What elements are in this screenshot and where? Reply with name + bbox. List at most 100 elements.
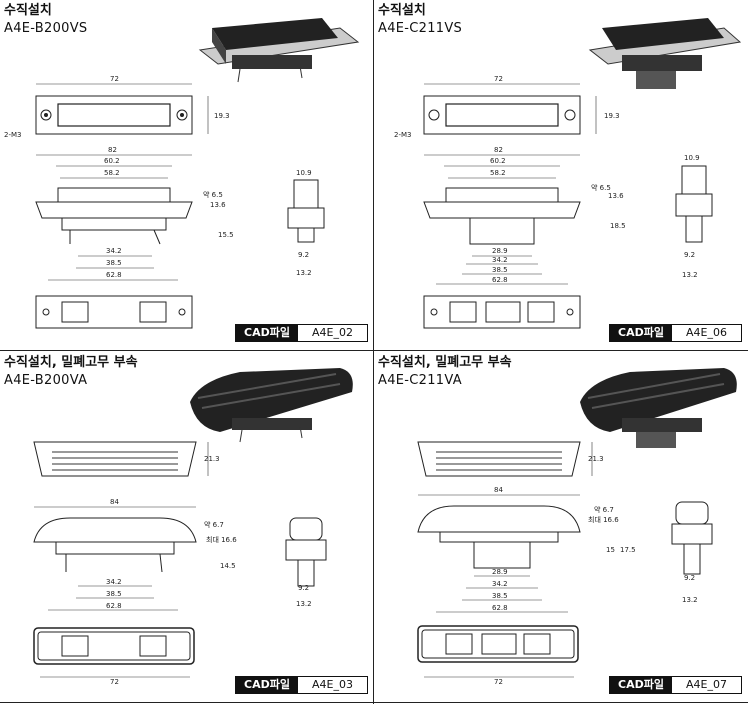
technical-drawing: 72 19.3 2-M3 82 60.2 58.2 약 6.5 13.6 xyxy=(4,18,360,329)
model-number: A4E-C211VS xyxy=(378,21,463,36)
dim-84: 84 xyxy=(494,486,503,494)
side-view: 10.9 9.2 13.2 xyxy=(675,154,713,279)
dim-72: 72 xyxy=(110,678,119,686)
dim-6-5: 약 6.5 xyxy=(591,183,611,192)
cad-label: CAD파일 xyxy=(236,677,299,693)
product-photo xyxy=(190,368,353,443)
dim-6-7: 약 6.7 xyxy=(594,505,614,514)
dim-19-3: 19.3 xyxy=(214,112,230,120)
dim-34-2: 34.2 xyxy=(106,247,122,255)
product-photo xyxy=(588,18,742,89)
dim-15: 15 xyxy=(606,546,615,554)
dim-34-2: 34.2 xyxy=(492,580,508,588)
dim-62-8: 62.8 xyxy=(106,602,122,610)
horizontal-divider xyxy=(0,350,748,351)
dim-58-2: 58.2 xyxy=(490,169,506,177)
front-view: 84 약 6.7 최대 16.6 15 17.5 28.9 34.2 38.5 … xyxy=(417,486,636,613)
cad-file-name: A4E_03 xyxy=(298,677,367,693)
dim-62-8: 62.8 xyxy=(492,604,508,612)
dim-38-5: 38.5 xyxy=(106,590,122,598)
panel-a4e-b200vs: 수직설치 A4E-B200VS 72 19.3 2-M3 xyxy=(0,0,374,352)
dim-58-2: 58.2 xyxy=(104,169,120,177)
dim-21-3: 21.3 xyxy=(204,455,220,463)
dim-28-9: 28.9 xyxy=(492,247,508,255)
cad-file-name: A4E_07 xyxy=(672,677,741,693)
dim-6-5: 약 6.5 xyxy=(203,190,223,199)
technical-drawing: 21.3 84 약 6.7 최대 16.6 14.5 34.2 38.5 62.… xyxy=(33,368,353,686)
dim-82: 82 xyxy=(494,146,503,154)
dim-19-3: 19.3 xyxy=(604,112,620,120)
dim-14-5: 14.5 xyxy=(220,562,236,570)
dim-34-2: 34.2 xyxy=(492,256,508,264)
dim-38-5: 38.5 xyxy=(106,259,122,267)
vertical-divider xyxy=(373,0,374,704)
panel-a4e-b200va: 수직설치, 밀폐고무 부속 A4E-B200VA 21.3 84 xyxy=(0,352,374,704)
top-view: 72 19.3 2-M3 xyxy=(394,75,620,139)
model-number: A4E-B200VS xyxy=(4,21,88,36)
cad-file-badge[interactable]: CAD파일 A4E_06 xyxy=(609,324,742,342)
top-view: 72 19.3 2-M3 xyxy=(4,75,230,139)
cad-file-badge[interactable]: CAD파일 A4E_03 xyxy=(235,676,368,694)
model-number: A4E-B200VA xyxy=(4,373,88,388)
dim-9-2: 9.2 xyxy=(298,251,309,259)
dim-62-8: 62.8 xyxy=(106,271,122,279)
dim-9-2: 9.2 xyxy=(684,574,695,582)
bottom-view: 72 xyxy=(417,625,579,686)
dim-max-16-6: 최대 16.6 xyxy=(206,535,237,544)
side-view: 10.9 9.2 13.2 xyxy=(287,169,325,277)
dim-13-2: 13.2 xyxy=(296,600,312,608)
product-photo xyxy=(580,368,737,448)
side-view: 9.2 13.2 xyxy=(671,501,713,604)
front-view: 82 60.2 58.2 약 6.5 13.6 18.5 28.9 34.2 3… xyxy=(423,146,626,285)
dim-72: 72 xyxy=(494,75,503,83)
cad-label: CAD파일 xyxy=(610,677,673,693)
technical-drawing: 72 19.3 2-M3 82 60.2 58.2 약 6.5 13.6 18.… xyxy=(394,18,742,329)
top-view: 21.3 xyxy=(33,441,220,477)
dim-13-2: 13.2 xyxy=(682,596,698,604)
front-view: 82 60.2 58.2 약 6.5 13.6 15.5 34.2 38.5 6… xyxy=(35,146,234,281)
cad-file-name: A4E_06 xyxy=(672,325,741,341)
dim-34-2: 34.2 xyxy=(106,578,122,586)
dim-38-5: 38.5 xyxy=(492,266,508,274)
dim-15-5: 15.5 xyxy=(218,231,234,239)
dim-82: 82 xyxy=(108,146,117,154)
dim-13-2: 13.2 xyxy=(682,271,698,279)
dim-6-7: 약 6.7 xyxy=(204,520,224,529)
dim-9-2: 9.2 xyxy=(298,584,309,592)
dim-13-6: 13.6 xyxy=(608,192,624,200)
product-photo xyxy=(198,18,360,83)
bottom-view: 72 xyxy=(33,627,195,686)
dim-13-2: 13.2 xyxy=(296,269,312,277)
cad-label: CAD파일 xyxy=(236,325,299,341)
side-view: 9.2 13.2 xyxy=(285,517,327,608)
screw-spec: 2-M3 xyxy=(394,131,411,139)
dim-38-5: 38.5 xyxy=(492,592,508,600)
cad-label: CAD파일 xyxy=(610,325,673,341)
top-view: 21.3 xyxy=(417,441,604,477)
dim-60-2: 60.2 xyxy=(104,157,120,165)
technical-drawing: 21.3 84 약 6.7 최대 16.6 15 17.5 28.9 34.2 … xyxy=(417,368,737,686)
cad-file-badge[interactable]: CAD파일 A4E_02 xyxy=(235,324,368,342)
panel-title: 수직설치 xyxy=(4,3,52,18)
panel-title: 수직설치, 밀폐고무 부속 xyxy=(4,355,138,370)
dim-max-16-6: 최대 16.6 xyxy=(588,515,619,524)
front-view: 84 약 6.7 최대 16.6 14.5 34.2 38.5 62.8 xyxy=(33,498,237,611)
bottom-view xyxy=(35,295,193,329)
dim-17-5: 17.5 xyxy=(620,546,636,554)
panel-a4e-c211va: 수직설치, 밀폐고무 부속 A4E-C211VA 21.3 84 약 6.7 최… xyxy=(374,352,748,704)
dim-72: 72 xyxy=(494,678,503,686)
dim-28-9: 28.9 xyxy=(492,568,508,576)
panel-title: 수직설치, 밀폐고무 부속 xyxy=(378,355,512,370)
panel-title: 수직설치 xyxy=(378,3,426,18)
bottom-view xyxy=(423,295,581,329)
panel-a4e-c211vs: 수직설치 A4E-C211VS 72 19.3 2-M3 82 60.2 58.… xyxy=(374,0,748,352)
cad-file-name: A4E_02 xyxy=(298,325,367,341)
dim-9-2: 9.2 xyxy=(684,251,695,259)
cad-file-badge[interactable]: CAD파일 A4E_07 xyxy=(609,676,742,694)
dim-13-6: 13.6 xyxy=(210,201,226,209)
dim-18-5: 18.5 xyxy=(610,222,626,230)
dim-21-3: 21.3 xyxy=(588,455,604,463)
dim-10-9: 10.9 xyxy=(684,154,700,162)
dim-72: 72 xyxy=(110,75,119,83)
model-number: A4E-C211VA xyxy=(378,373,462,388)
